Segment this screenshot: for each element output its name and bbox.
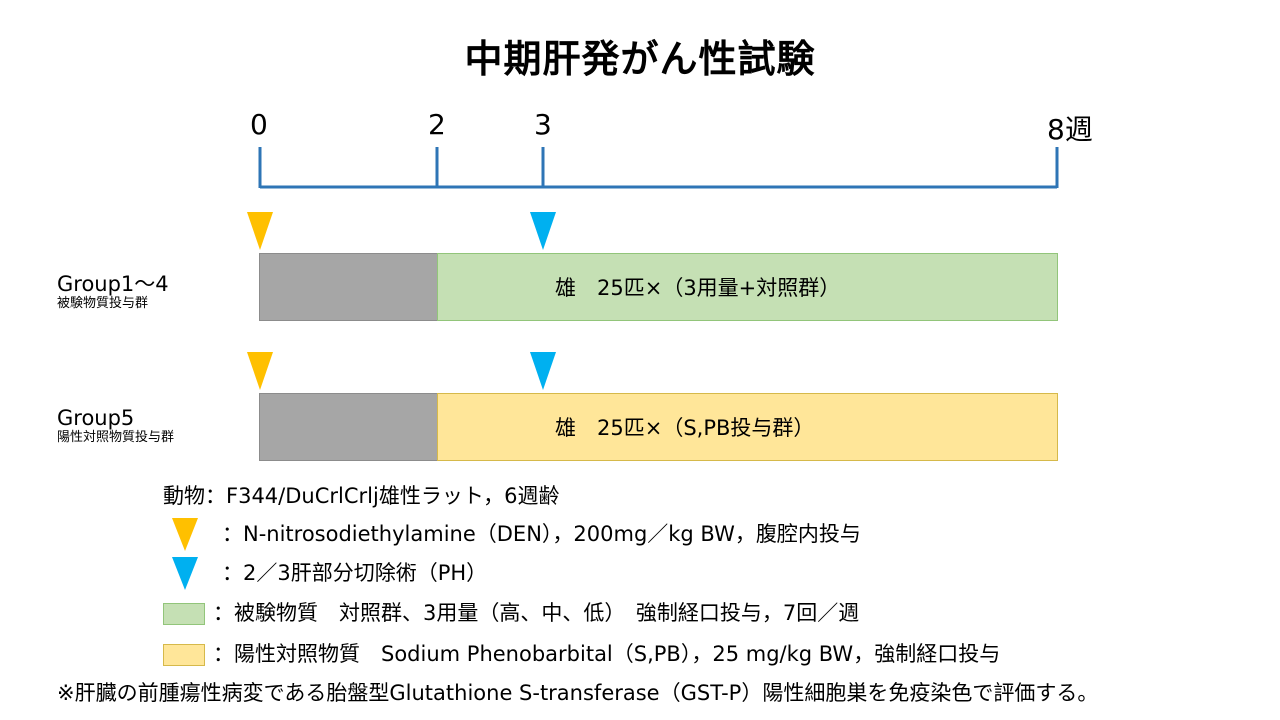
ph-marker-icon [530, 212, 556, 250]
legend-den: ：N-nitrosodiethylamine（DEN），200mg／kg BW，… [172, 518, 861, 551]
group1-name: Group1～4 [57, 272, 169, 296]
legend-control: ：陽性対照物質 Sodium Phenobarbital（S,PB），25 mg… [163, 639, 1000, 669]
group5-name: Group5 [57, 406, 135, 430]
page-title: 中期肝発がん性試験 [464, 37, 816, 81]
group1-induction-bar [259, 253, 438, 321]
group5-induction-bar [259, 393, 438, 461]
control-swatch [163, 644, 205, 666]
footnote: ※肝臓の前腫瘍性病変である胎盤型Glutathione S-transferas… [57, 681, 1099, 705]
tick-label-8: 8週 [1047, 113, 1093, 146]
legend-animal: 動物：F344/DuCrlCrlj雄性ラット，6週齢 [163, 484, 560, 508]
den-marker-icon [247, 352, 273, 390]
legend-test-text: ：被験物質 対照群、3用量（高、中、低） 強制経口投与，7回／週 [213, 601, 860, 625]
tick-label-2: 2 [428, 108, 446, 141]
legend-ph: ：2／3肝部分切除術（PH） [172, 557, 488, 590]
group1-treatment-bar: 雄 25匹×（3用量+対照群） [437, 253, 1058, 321]
legend-ph-text: ：2／3肝部分切除術（PH） [222, 561, 488, 585]
group5-bar-text: 雄 25匹×（S,PB投与群） [555, 416, 815, 440]
den-legend-icon [172, 518, 198, 551]
tick-label-3: 3 [534, 108, 552, 141]
legend-den-text: ：N-nitrosodiethylamine（DEN），200mg／kg BW，… [222, 522, 861, 546]
group1-label: Group1～4 被験物質投与群 [57, 272, 169, 312]
legend-control-text: ：陽性対照物質 Sodium Phenobarbital（S,PB），25 mg… [213, 642, 1001, 666]
tick-label-0: 0 [250, 108, 268, 141]
timeline-axis [258, 147, 1059, 189]
ph-legend-icon [172, 557, 198, 590]
legend-test: ：被験物質 対照群、3用量（高、中、低） 強制経口投与，7回／週 [163, 598, 859, 628]
group1-sublabel: 被験物質投与群 [57, 296, 149, 311]
test-swatch [163, 603, 205, 625]
group5-sublabel: 陽性対照物質投与群 [57, 430, 175, 445]
group5-treatment-bar: 雄 25匹×（S,PB投与群） [437, 393, 1058, 461]
ph-marker-icon [530, 352, 556, 390]
group1-bar-text: 雄 25匹×（3用量+対照群） [555, 276, 841, 300]
group5-label: Group5 陽性対照物質投与群 [57, 406, 174, 446]
den-marker-icon [247, 212, 273, 250]
